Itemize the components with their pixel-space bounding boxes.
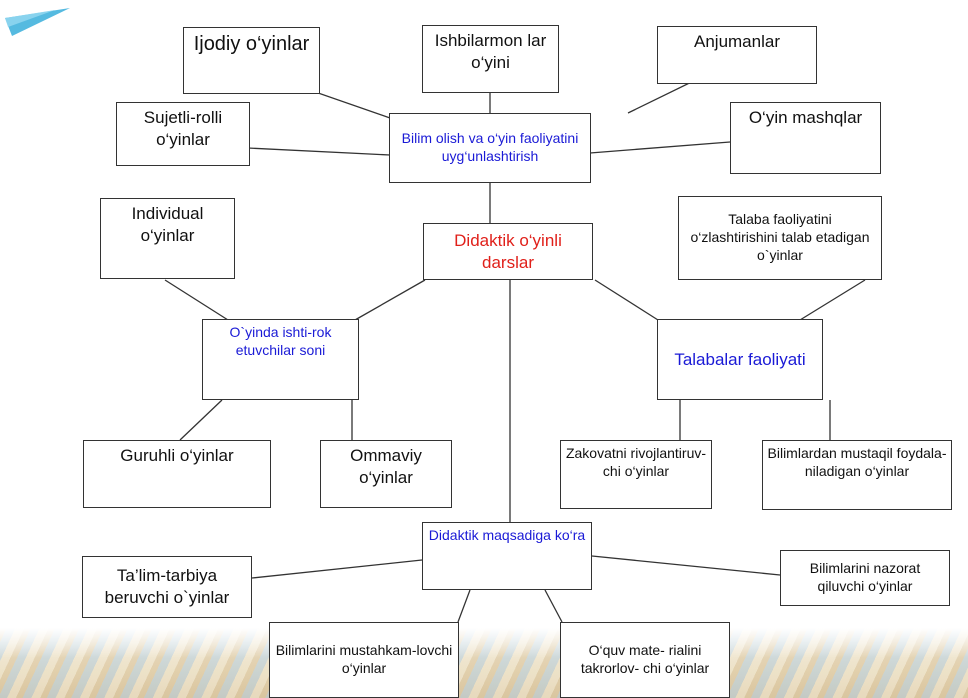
node-talabalar-faoliyati: Talabalar faoliyati <box>657 319 823 400</box>
node-label: Anjumanlar <box>694 32 780 51</box>
node-sujetli-rolli: Sujetli-rolli o‘yinlar <box>116 102 250 166</box>
node-label: Guruhli o‘yinlar <box>120 446 234 465</box>
node-mustahkamlovchi: Bilimlarini mustahkam-lovchi o‘yinlar <box>269 622 459 698</box>
node-label: Didaktik maqsadiga ko‘ra <box>428 527 586 543</box>
node-guruhli: Guruhli o‘yinlar <box>83 440 271 508</box>
node-zakovatni: Zakovatni rivojlantiruv-chi o‘yinlar <box>560 440 712 509</box>
node-ijodiy-oyinlar: Ijodiy o‘yinlar <box>183 27 320 94</box>
node-label: O`yinda ishti-rok etuvchilar soni <box>229 324 332 358</box>
node-label: Bilimlarini mustahkam-lovchi o‘yinlar <box>275 642 453 676</box>
node-talaba-faoliyatini: Talaba faoliyatini o‘zlashtirishini tala… <box>678 196 882 280</box>
node-talim-tarbiya: Ta’lim-tarbiya beruvchi o`yinlar <box>82 556 252 618</box>
node-label: O‘yin mashqlar <box>748 108 863 127</box>
node-label: Bilimlarini nazorat qiluvchi o‘yinlar <box>809 560 921 594</box>
node-label: Bilim olish va o‘yin faoliyatini uyg‘unl… <box>401 130 579 164</box>
node-didaktik-oyinli-darslar: Didaktik o‘yinli darslar <box>423 223 593 280</box>
node-label: O‘quv mate- rialini takrorlov- chi o‘yin… <box>580 642 710 676</box>
node-oyin-mashqlar: O‘yin mashqlar <box>730 102 881 174</box>
node-bilimlardan-mustaqil: Bilimlardan mustaqil foydala- niladigan … <box>762 440 952 510</box>
node-ommaviy: Ommaviy o‘yinlar <box>320 440 452 508</box>
corner-decoration <box>0 0 80 40</box>
node-didaktik-maqsadiga: Didaktik maqsadiga ko‘ra <box>422 522 592 590</box>
node-label: Bilimlardan mustaqil foydala- niladigan … <box>767 445 947 479</box>
node-bilim-olish: Bilim olish va o‘yin faoliyatini uyg‘unl… <box>389 113 591 183</box>
node-nazorat: Bilimlarini nazorat qiluvchi o‘yinlar <box>780 550 950 606</box>
node-label: Sujetli-rolli o‘yinlar <box>143 108 223 149</box>
ornamental-footer-band <box>0 628 968 698</box>
node-label: Ta’lim-tarbiya beruvchi o`yinlar <box>104 566 230 607</box>
node-label: Talabalar faoliyati <box>674 349 806 369</box>
node-anjumanlar: Anjumanlar <box>657 26 817 84</box>
node-ishtirokchilar-soni: O`yinda ishti-rok etuvchilar soni <box>202 319 359 400</box>
node-takrorlovchi: O‘quv mate- rialini takrorlov- chi o‘yin… <box>560 622 730 698</box>
node-label: Talaba faoliyatini o‘zlashtirishini tala… <box>690 211 870 263</box>
node-label: Ishbilarmon lar o‘yini <box>434 31 547 72</box>
node-label: Ommaviy o‘yinlar <box>350 446 422 487</box>
node-individual: Individual o‘yinlar <box>100 198 235 279</box>
node-label: Didaktik o‘yinli darslar <box>454 230 562 272</box>
node-label: Zakovatni rivojlantiruv-chi o‘yinlar <box>565 445 707 479</box>
node-ishbilarmonlar-oyini: Ishbilarmon lar o‘yini <box>422 25 559 93</box>
node-label: Individual o‘yinlar <box>131 204 204 245</box>
node-label: Ijodiy o‘yinlar <box>193 33 310 55</box>
